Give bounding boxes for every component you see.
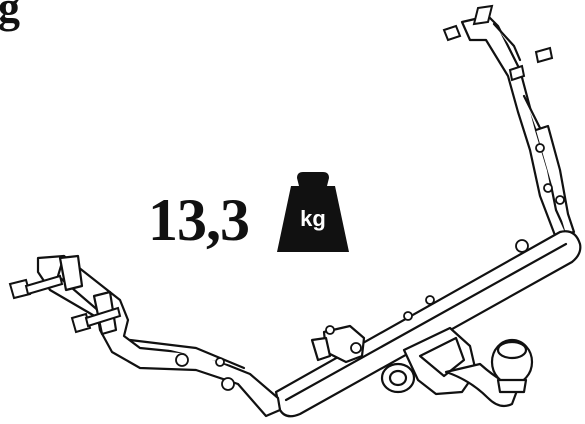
- corner-text: g: [0, 0, 20, 32]
- weight-unit: kg: [300, 206, 326, 231]
- weight-value: 13,3: [148, 187, 250, 253]
- weight-icon: [277, 172, 349, 252]
